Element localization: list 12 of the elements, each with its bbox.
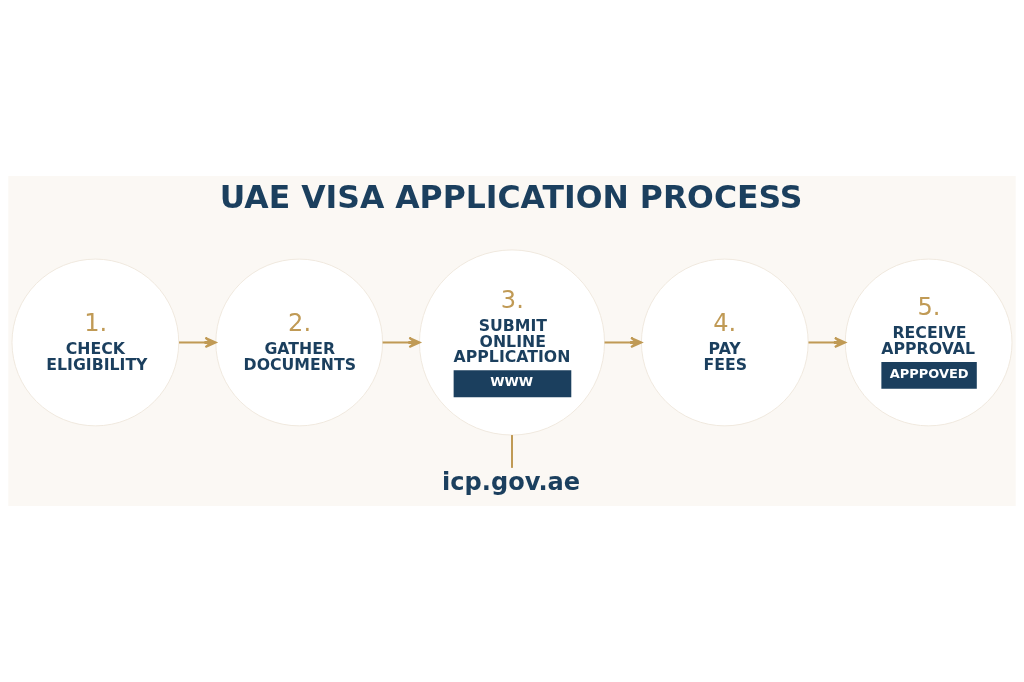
arrow (604, 336, 643, 349)
arrow (382, 336, 421, 349)
node-circle: 3. SUBMIT ONLINE APPLICATION WWW (419, 249, 605, 436)
node-text: icp.gov.ae (442, 468, 581, 497)
node-circle: 1. CHECK ELIGIBILITY (11, 258, 180, 427)
connector (511, 435, 513, 468)
node-circle: 2. GATHER DOCUMENTS (215, 258, 384, 427)
node-circle: 4. PAY FEES (640, 258, 809, 427)
node-circle: 5. RECEIVE APPROVAL APPPOVED (844, 258, 1013, 427)
arrow (808, 336, 847, 349)
arrow (179, 336, 217, 349)
diagram-title: UAE VISA APPLICATION PROCESS (219, 178, 803, 215)
